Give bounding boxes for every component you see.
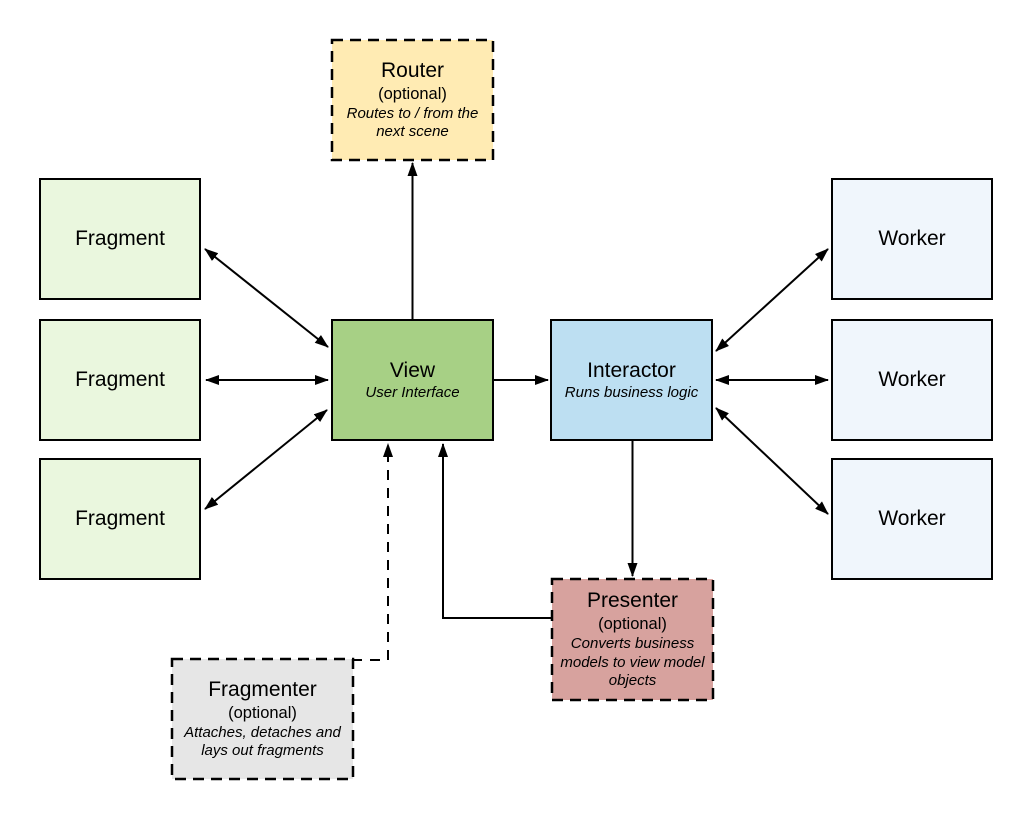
- interactor-title: Interactor: [587, 358, 676, 382]
- fragmenter-title: Fragmenter: [208, 677, 317, 701]
- view-description: User Interface: [365, 383, 460, 401]
- worker2-box: [831, 319, 993, 441]
- worker1-box: [831, 178, 993, 300]
- presenter-box: [550, 577, 715, 702]
- fragment-node-1: Fragment: [40, 179, 200, 299]
- router-node: Router (optional) Routes to / from the n…: [332, 40, 493, 160]
- fragmenter-box: [170, 657, 355, 781]
- worker-title: Worker: [878, 367, 946, 391]
- edge-fragment1-view: [204, 248, 329, 348]
- worker-node-1: Worker: [832, 179, 992, 299]
- fragment-title: Fragment: [75, 226, 165, 250]
- fragment-node-3: Fragment: [40, 459, 200, 579]
- view-title: View: [389, 358, 436, 382]
- edge-fragmenter-to-view: [352, 443, 393, 661]
- worker-node-2: Worker: [832, 320, 992, 440]
- interactor-box: [550, 319, 713, 441]
- fragmenter-description: Attaches, detaches and lays out fragment…: [184, 723, 341, 760]
- presenter-title: Presenter: [586, 588, 679, 612]
- interactor-description: Runs business logic: [564, 383, 699, 401]
- edge-interactor-worker1: [715, 248, 829, 352]
- edge-interactor-worker3: [715, 407, 829, 515]
- worker3-box: [831, 458, 993, 580]
- router-subtitle: (optional): [378, 85, 447, 104]
- fragment-node-2: Fragment: [40, 320, 200, 440]
- fragment1-box: [39, 178, 201, 300]
- router-description: Routes to / from the next scene: [346, 104, 479, 141]
- fragmenter-node: Fragmenter (optional) Attaches, detaches…: [172, 659, 353, 779]
- edge-fragment3-view: [204, 409, 328, 510]
- worker-title: Worker: [878, 506, 946, 530]
- router-box: [330, 38, 495, 162]
- view-node: View User Interface: [332, 320, 493, 440]
- view-box: [331, 319, 494, 441]
- presenter-node: Presenter (optional) Converts business m…: [552, 579, 713, 700]
- fragment2-box: [39, 319, 201, 441]
- router-title: Router: [380, 58, 445, 82]
- worker-node-3: Worker: [832, 459, 992, 579]
- fragment3-box: [39, 458, 201, 580]
- presenter-description: Converts business models to view model o…: [560, 634, 705, 690]
- fragment-title: Fragment: [75, 506, 165, 530]
- fragmenter-subtitle: (optional): [228, 704, 297, 723]
- presenter-subtitle: (optional): [598, 615, 667, 634]
- worker-title: Worker: [878, 226, 946, 250]
- interactor-node: Interactor Runs business logic: [551, 320, 712, 440]
- edge-presenter-to-view: [438, 443, 552, 619]
- fragment-title: Fragment: [75, 367, 165, 391]
